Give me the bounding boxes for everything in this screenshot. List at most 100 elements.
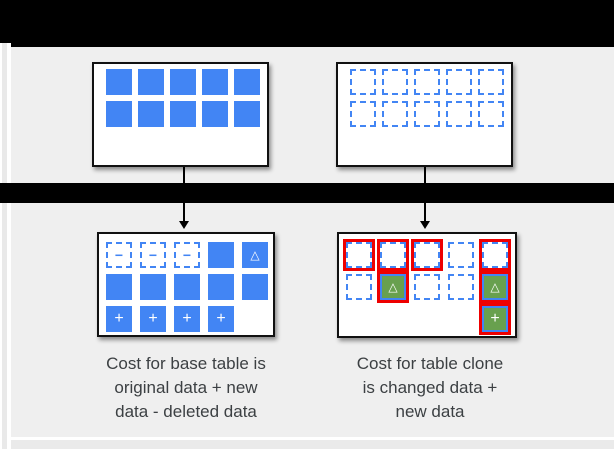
cell-solid [171,271,203,303]
cell-green-delta-red: △ [479,271,511,303]
cell-solid-delta: △ [239,239,271,271]
cell-dashed [411,66,443,98]
cell-solid [231,98,263,130]
solid-data-block [234,69,260,95]
solid-data-block: + [140,306,166,332]
delta-icon: △ [388,280,398,294]
changed-data-red-outline [343,239,375,271]
gutter-line [2,43,7,183]
plus-icon: + [490,310,500,327]
base-table-original-box [92,62,269,167]
arrow-table-clone-head [420,221,430,229]
base-table-cost-caption: Cost for base table is original data + n… [106,354,266,421]
cell-solid-plus: + [137,303,169,335]
solid-data-block: + [106,306,132,332]
table-clone-after-grid: △ △ + [343,239,515,335]
cell-red-dashed [377,239,409,271]
dashed-data-block [382,69,408,95]
dashed-data-block [446,101,472,127]
cell-dashed [475,98,507,130]
dashed-data-block [346,242,372,268]
dashed-data-block [478,101,504,127]
cell-red-dashed [479,239,511,271]
dashed-data-block: − [174,242,200,268]
solid-data-block [140,274,166,300]
cell-solid [199,66,231,98]
table-clone-creation-box [336,62,513,167]
table-clone-after-box: △ △ + [337,232,517,338]
table-clone-cost-caption: Cost for table clone is changed data + n… [356,354,504,421]
solid-data-block [242,274,268,300]
changed-data-red-outline: △ [479,271,511,303]
cell-solid-plus: + [205,303,237,335]
cell-empty [411,303,443,335]
table-clone-creation-grid [347,66,511,130]
black-divider-bar [0,183,614,203]
cell-dashed [411,98,443,130]
cell-dashed [343,271,375,303]
green-data-block: △ [380,274,406,300]
cell-dashed [445,271,477,303]
solid-data-block [208,242,234,268]
delta-icon: △ [490,280,500,294]
plus-icon: + [114,310,124,327]
bottom-edge-strip [0,440,614,449]
plus-icon: + [216,310,226,327]
solid-data-block [170,101,196,127]
cell-dashed-minus: − [171,239,203,271]
plus-icon: + [148,310,158,327]
changed-data-red-outline: + [479,303,511,335]
minus-icon: − [182,247,192,263]
cell-empty [239,303,271,335]
arrow-base-table-head [179,221,189,229]
solid-data-block [170,69,196,95]
dashed-data-block [382,101,408,127]
arrow-base-table-line [183,167,185,222]
base-table-after-box: −−−△++++ [97,232,275,337]
dashed-data-block [448,242,474,268]
cell-solid-plus: + [103,303,135,335]
solid-data-block: + [174,306,200,332]
cell-green-delta-red: △ [377,271,409,303]
cell-dashed [347,98,379,130]
solid-data-block: + [208,306,234,332]
cell-solid [135,98,167,130]
cell-dashed [347,66,379,98]
cell-dashed-minus: − [103,239,135,271]
dashed-data-block [350,101,376,127]
cell-solid [167,98,199,130]
cell-solid [199,98,231,130]
cell-solid [103,66,135,98]
solid-data-block [202,69,228,95]
cell-solid [205,239,237,271]
changed-data-red-outline: △ [377,271,409,303]
left-page-gutter [0,203,11,449]
dashed-data-block [380,242,406,268]
dashed-data-block [446,69,472,95]
cell-solid [135,66,167,98]
cell-dashed [379,66,411,98]
cell-solid [103,98,135,130]
gutter-line [2,203,7,449]
dashed-data-block [478,69,504,95]
dashed-data-block: − [106,242,132,268]
cell-dashed [379,98,411,130]
cell-green-plus-red: + [479,303,511,335]
cell-solid [103,271,135,303]
solid-data-block [106,274,132,300]
cell-empty [445,303,477,335]
cell-solid [239,271,271,303]
cell-dashed [443,66,475,98]
solid-data-block [174,274,200,300]
dashed-data-block: − [140,242,166,268]
cell-solid [205,271,237,303]
dashed-data-block [414,242,440,268]
cell-empty [377,303,409,335]
black-banner-top [0,0,614,47]
dashed-data-block [346,274,372,300]
cell-solid-plus: + [171,303,203,335]
cell-solid [137,271,169,303]
minus-icon: − [148,247,158,263]
dashed-data-block [414,69,440,95]
